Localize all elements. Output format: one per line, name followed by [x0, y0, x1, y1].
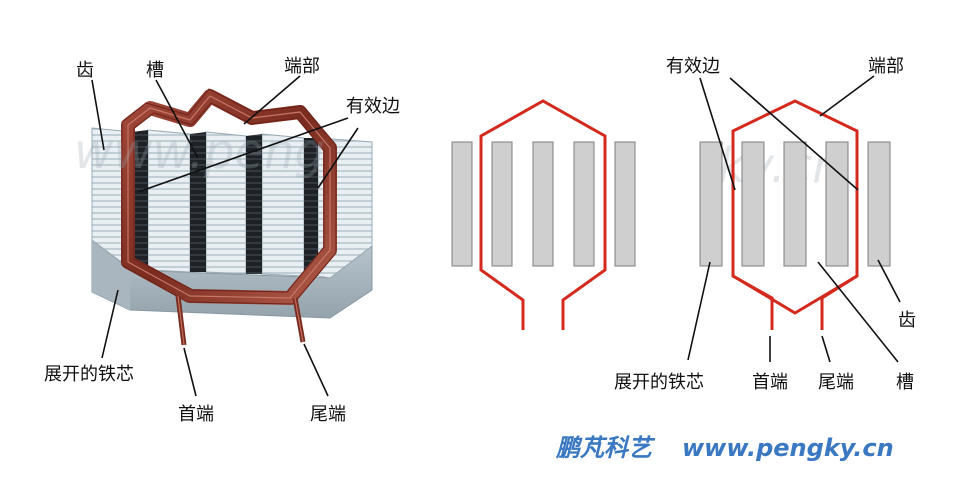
tooth-mid-3 [532, 141, 554, 267]
core-front-face [91, 238, 373, 319]
tooth-mid-1 [451, 141, 473, 267]
slot-3d-2 [190, 132, 206, 272]
label-effective-side-left: 有效边 [346, 96, 400, 117]
label-lead-end-right: 尾端 [818, 372, 854, 393]
label-effective-side-right: 有效边 [666, 56, 720, 77]
brand-url: www.pengky.cn [682, 434, 894, 462]
right-leader-lines [687, 75, 901, 363]
left-leader-lines [91, 75, 359, 397]
coil-leads-3d [175, 295, 306, 346]
watermark-left: www.peng [74, 124, 325, 180]
right-schematic [699, 99, 891, 330]
label-unrolled-core-right: 展开的铁芯 [614, 372, 704, 393]
tooth-right-2 [741, 141, 765, 267]
tooth-right-4 [825, 141, 849, 267]
label-lead-end-left: 尾端 [310, 404, 346, 425]
slot-3d-3 [246, 134, 262, 274]
slot-3d-4 [304, 138, 318, 276]
tooth-mid-5 [614, 141, 636, 267]
middle-schematic [451, 99, 636, 330]
tooth-mid-2 [491, 141, 513, 267]
coil-mid [479, 99, 607, 330]
label-end-part-left: 端部 [284, 56, 320, 77]
tooth-right-3 [783, 141, 807, 267]
label-unrolled-core-left: 展开的铁芯 [44, 364, 134, 385]
coil-right-bottom [732, 274, 858, 315]
brand-cn: 鹏芃科艺 [555, 434, 656, 462]
label-tooth-right: 齿 [898, 310, 916, 331]
tooth-right-1 [699, 141, 723, 267]
tooth-right-5 [867, 141, 891, 267]
label-slot-right: 槽 [896, 372, 914, 393]
core-base [92, 240, 130, 310]
slot-3d-1 [132, 130, 148, 270]
label-lead-start-right: 首端 [752, 372, 788, 393]
watermark-right: ky.cn [718, 138, 843, 194]
label-lead-start-left: 首端 [178, 404, 214, 425]
core-3d-illustration [91, 88, 373, 346]
tooth-mid-4 [573, 141, 595, 267]
label-end-part-right: 端部 [868, 56, 904, 77]
label-tooth-left: 齿 [76, 60, 94, 81]
label-slot-left: 槽 [146, 60, 164, 81]
